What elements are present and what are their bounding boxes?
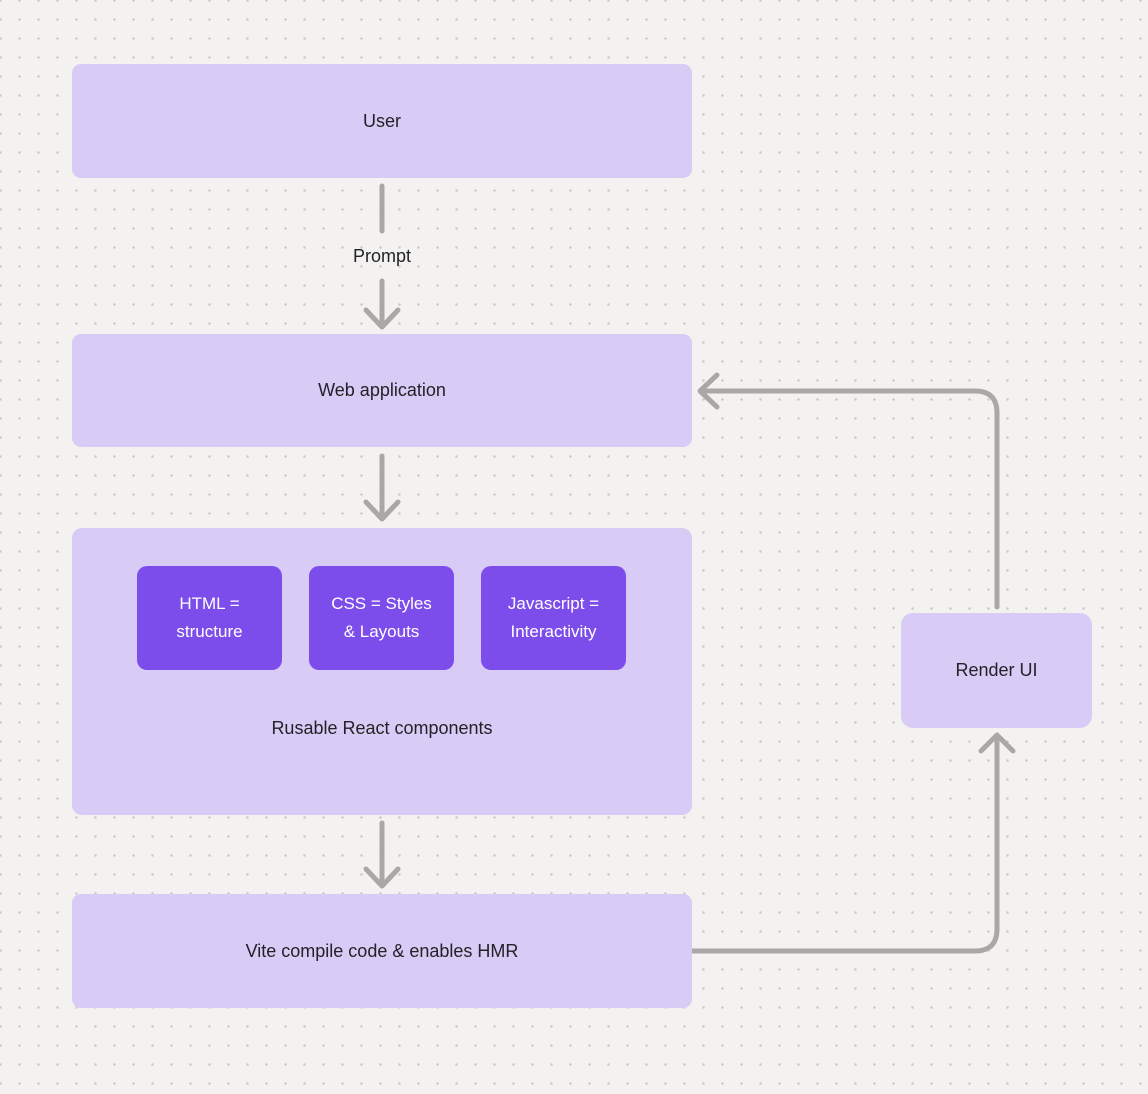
edge-render-to-webapp-line	[699, 388, 1000, 610]
edge-vite-to-render-line	[689, 735, 1000, 954]
chip-javascript-interactivity-label: Javascript = Interactivity	[507, 594, 600, 641]
node-user: User	[72, 64, 692, 178]
chip-html-structure-label: HTML = structure	[176, 594, 243, 641]
node-render-ui-label: Render UI	[955, 660, 1038, 680]
node-react-components-group: HTML = structure CSS = Styles & Layouts …	[72, 528, 692, 815]
chip-css-styles-label: CSS = Styles & Layouts	[331, 594, 432, 641]
node-render-ui: Render UI	[901, 613, 1092, 728]
node-vite-compile-label: Vite compile code & enables HMR	[245, 940, 519, 961]
chip-html-structure: HTML = structure	[137, 566, 282, 670]
edge-prompt-to-webapp-arrowhead-icon	[363, 307, 401, 330]
components-group-caption: Rusable React components	[271, 718, 493, 738]
node-web-application-label: Web application	[318, 380, 446, 400]
chip-javascript-interactivity: Javascript = Interactivity	[481, 566, 626, 670]
node-web-application: Web application	[72, 334, 692, 447]
edge-webapp-to-components-arrowhead-icon	[363, 499, 401, 522]
edge-label-prompt: Prompt	[352, 246, 412, 266]
edge-components-to-vite-arrowhead-icon	[363, 866, 401, 889]
edge-render-to-webapp-arrowhead-icon	[697, 372, 720, 410]
chip-css-styles: CSS = Styles & Layouts	[309, 566, 454, 670]
edge-vite-to-render-arrowhead-icon	[978, 732, 1016, 754]
node-user-label: User	[362, 110, 401, 131]
node-vite-compile: Vite compile code & enables HMR	[72, 894, 692, 1008]
